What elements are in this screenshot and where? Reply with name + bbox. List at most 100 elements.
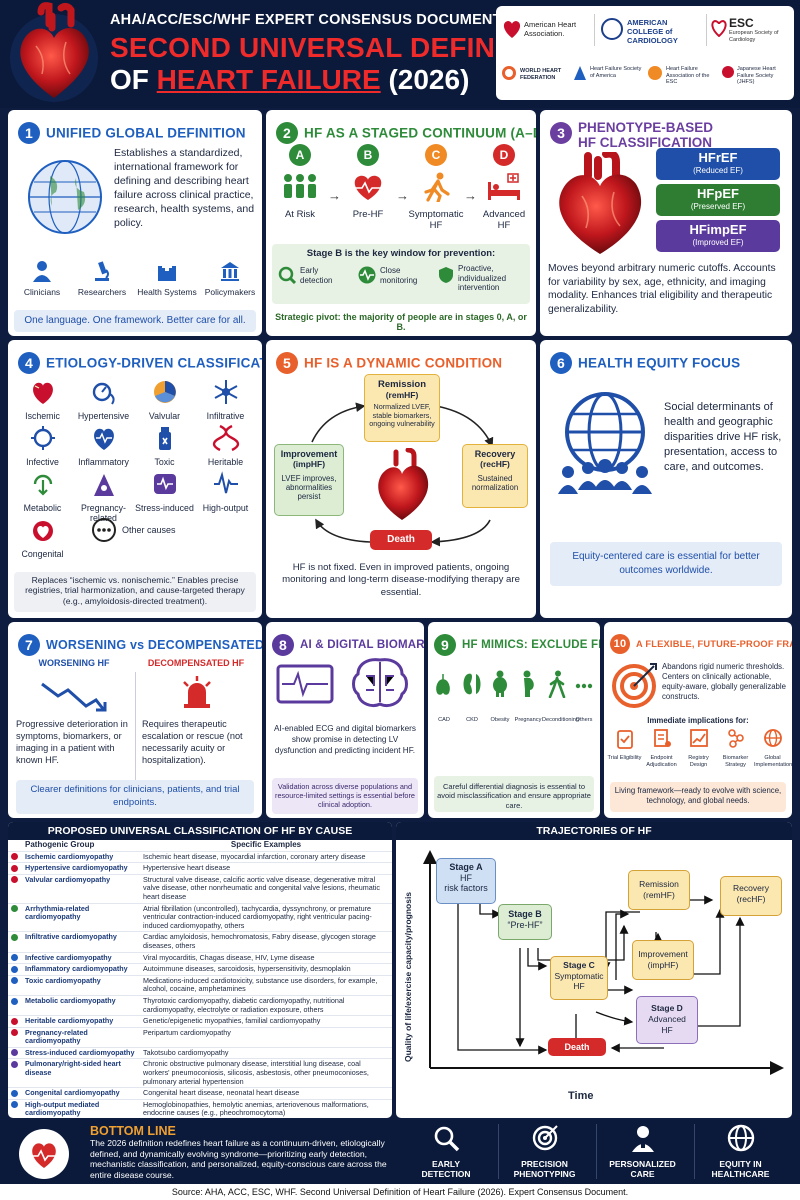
etiology-label: Valvular (148, 411, 181, 421)
node-line: Symptomatic (554, 970, 604, 981)
card-number: 10 (610, 634, 630, 654)
capitol-icon (221, 262, 239, 281)
header: AHA/ACC/ESC/WHF EXPERT CONSENSUS DOCUMEN… (0, 0, 800, 108)
mimic-label: Pregnancy (514, 717, 542, 723)
box-desc: Normalized LVEF, stable biomarkers, ongo… (369, 402, 435, 429)
traj-remission: Remission(remHF) (628, 870, 690, 910)
stakeholder-health-systems: Health Systems (134, 260, 200, 297)
node-line: (recHF) (736, 894, 766, 904)
row-icon-cell (8, 862, 22, 875)
globe-icon (727, 1124, 754, 1152)
etiology-label: Inflammatory (78, 457, 129, 467)
etiology-label: Stress-induced (135, 503, 194, 513)
y-axis-label-holder: Quality of life/exercise capacity/progno… (398, 892, 428, 1062)
card-number: 7 (18, 634, 40, 656)
stakeholder-researchers: Researchers (72, 260, 132, 297)
node-line: HF (460, 872, 472, 883)
pathogenic-group: Valvular cardiomyopathy (22, 874, 140, 904)
person-obesity-icon (493, 670, 507, 697)
dna-icon (212, 424, 239, 452)
box-title: Recovery (474, 449, 516, 459)
box-sub: (recHF) (480, 459, 510, 469)
globe-icon (763, 729, 782, 747)
heart-icon (378, 448, 429, 520)
card-number: 9 (434, 634, 456, 656)
stage-label: Symptomatic HF (408, 209, 464, 231)
row-icon-cell (8, 851, 22, 864)
doctor-icon (631, 1126, 654, 1152)
specific-examples: Viral myocarditis, Chagas disease, HIV, … (140, 952, 392, 965)
specific-examples: Chronic obstructive pulmonary disease, i… (140, 1058, 392, 1089)
logo-esc[interactable]: ESC European Society of Cardiology (706, 14, 790, 46)
blood-pressure-icon (92, 382, 115, 405)
stage-letter: B (357, 144, 379, 166)
card-footer: Strategic pivot: the majority of people … (275, 312, 527, 332)
pillar-label: PRECISION (521, 1159, 568, 1169)
clinician-icon (33, 261, 51, 282)
node-line: HF (573, 981, 585, 991)
card-number: 8 (272, 634, 294, 656)
card-title-text: A FLEXIBLE, FUTURE-PROOF FRAMEWORK (636, 639, 792, 649)
card-title-text: WORSENING vs DECOMPENSATED HF (46, 638, 262, 652)
impl-global-implementation: Global Implementation (754, 728, 792, 769)
card-title-text: UNIFIED GLOBAL DEFINITION (46, 125, 246, 141)
pathogenic-group: Stress-induced cardiomyopathy (22, 1047, 140, 1060)
target-icon (532, 1125, 558, 1151)
x-axis-label: Time (568, 1090, 594, 1102)
molecule-icon (727, 729, 744, 748)
heart-check-icon (19, 1129, 69, 1179)
pillar-label: PERSONALIZED (609, 1159, 676, 1169)
row-marker-icon (11, 997, 18, 1005)
card-footer: Clearer definitions for clinicians, pati… (16, 780, 254, 814)
stakeholder-label: Researchers (77, 287, 127, 297)
people-icon (284, 174, 316, 198)
traj-stage-b: Stage B“Pre-HF” (498, 904, 552, 940)
ai-brain-icon (352, 658, 408, 708)
card-title-text: HF AS A STAGED CONTINUUM (A–D) (304, 125, 536, 141)
mimic-pregnancy: Pregnancy (514, 670, 542, 724)
target-icon (612, 663, 657, 708)
snowflake-icon (214, 380, 237, 404)
bottom-body: The 2026 definition redefines heart fail… (90, 1138, 387, 1180)
logo-acc[interactable]: AMERICAN COLLEGE of CARDIOLOGY (594, 14, 702, 46)
node-line: risk factors (444, 883, 488, 893)
logo-aha[interactable]: American Heart Association. (502, 14, 590, 46)
worsening-title: WORSENING HF (38, 658, 110, 668)
hfsa-label: Heart Failure Society of America (590, 66, 642, 79)
card-body: AI-enabled ECG and digital biomarkers sh… (274, 724, 416, 755)
node-line: “Pre-HF” (507, 920, 543, 930)
stakeholder-clinicians: Clinicians (14, 260, 70, 297)
heart-icon (559, 152, 642, 254)
card-ai-biomarkers: 8AI & DIGITAL BIOMARKERS AI-enabled ECG … (266, 622, 424, 818)
card-footer: Living framework—ready to evolve with sc… (610, 782, 786, 812)
impl-label: Biomarker Strategy (722, 755, 749, 768)
etiology-label: Congenital (21, 549, 64, 559)
node-line: Stage B (508, 909, 542, 919)
etiology-stress-induced: Stress-induced (134, 470, 195, 513)
mimic-others: Others (570, 670, 598, 724)
node-line: (impHF) (647, 960, 679, 970)
phenotype-sub: (Improved EF) (692, 238, 744, 247)
impl-label: Registry Design (688, 755, 709, 768)
title-line-2: OF HEART FAILURE (2026) (110, 64, 469, 96)
row-icon-cell (8, 952, 22, 965)
whf-label: WORLD HEART FEDERATION (520, 68, 562, 81)
heartbeat-icon (358, 266, 376, 284)
row-marker-icon (11, 1061, 18, 1069)
etiology-high-output: High-output (195, 470, 256, 513)
mimic-label: CAD (438, 717, 450, 723)
walking-person-icon (548, 670, 566, 699)
etiology-label: Hypertensive (77, 411, 130, 421)
impl-endpoint-adjudication: Endpoint Adjudication (643, 728, 680, 769)
